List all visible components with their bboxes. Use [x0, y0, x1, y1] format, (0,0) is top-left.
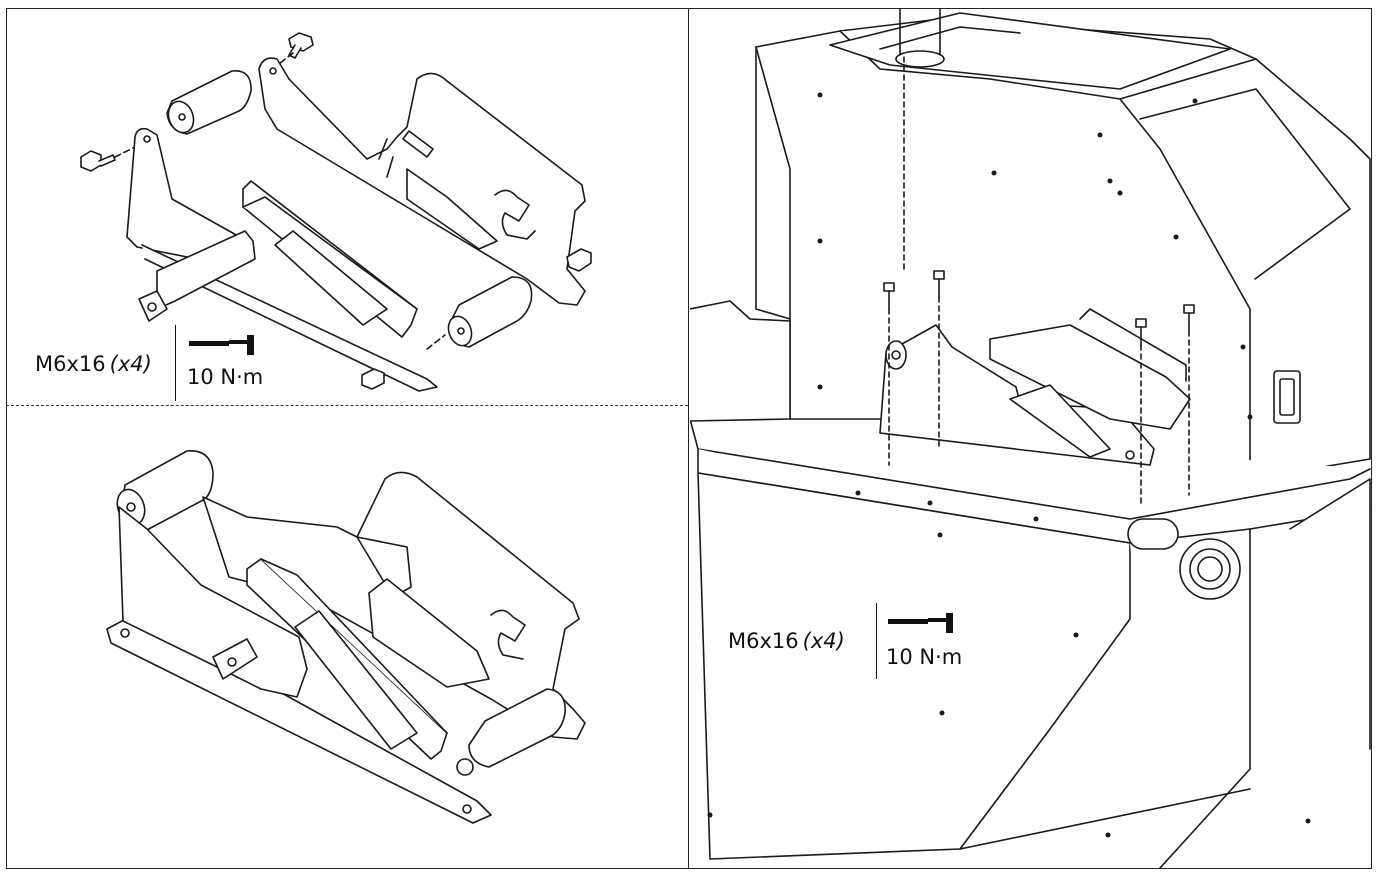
support-shelf	[690, 418, 1371, 520]
callout-divider	[175, 325, 176, 401]
exploded-bracket-drawing	[80, 32, 592, 392]
fastener-size: M6x16	[35, 352, 106, 376]
installation-panel: M6x16(x4) 10 N·m	[690, 9, 1371, 868]
bolt-2	[933, 270, 945, 298]
fastener-size: M6x16	[728, 629, 799, 653]
rivet-dots	[707, 92, 1311, 838]
side-plate-left	[118, 506, 308, 698]
bolt-1	[883, 282, 895, 310]
mounted-bracket	[879, 308, 1191, 466]
bolt-top	[288, 32, 314, 59]
torque-wrench-icon	[888, 613, 953, 633]
bolt-left	[80, 150, 116, 172]
bolt-4	[1183, 304, 1195, 332]
roller-lower	[456, 688, 566, 776]
adjacent-equipment	[690, 300, 791, 422]
fastener-quantity: (x4)	[802, 629, 845, 653]
bolt-right	[566, 248, 592, 272]
installation-drawing	[690, 9, 1371, 868]
angle-channel	[242, 180, 418, 338]
bolt-bottom	[361, 368, 385, 390]
pipe-fitting	[1127, 518, 1241, 600]
torque-wrench-icon	[189, 335, 254, 355]
assembled-bracket-panel	[7, 407, 687, 867]
torque-value: 10 N·m	[886, 645, 963, 669]
torque-value: 10 N·m	[187, 365, 264, 389]
bolt-3	[1135, 318, 1147, 346]
assembled-bracket-drawing	[106, 450, 586, 824]
top-cover	[829, 12, 1231, 90]
panel-divider-vertical	[688, 8, 689, 869]
fastener-quantity: (x4)	[109, 352, 152, 376]
callout-divider	[876, 603, 877, 679]
roller-lower	[447, 276, 533, 348]
roller-upper	[166, 70, 252, 135]
side-plate-right	[258, 57, 586, 306]
clamp-lever	[138, 230, 256, 322]
diagram-frame	[6, 8, 1372, 869]
vertical-pipe	[895, 9, 945, 68]
exploded-bracket-panel: M6x16(x4) 10 N·m	[7, 9, 687, 404]
panel-divider-dashed	[6, 405, 688, 406]
